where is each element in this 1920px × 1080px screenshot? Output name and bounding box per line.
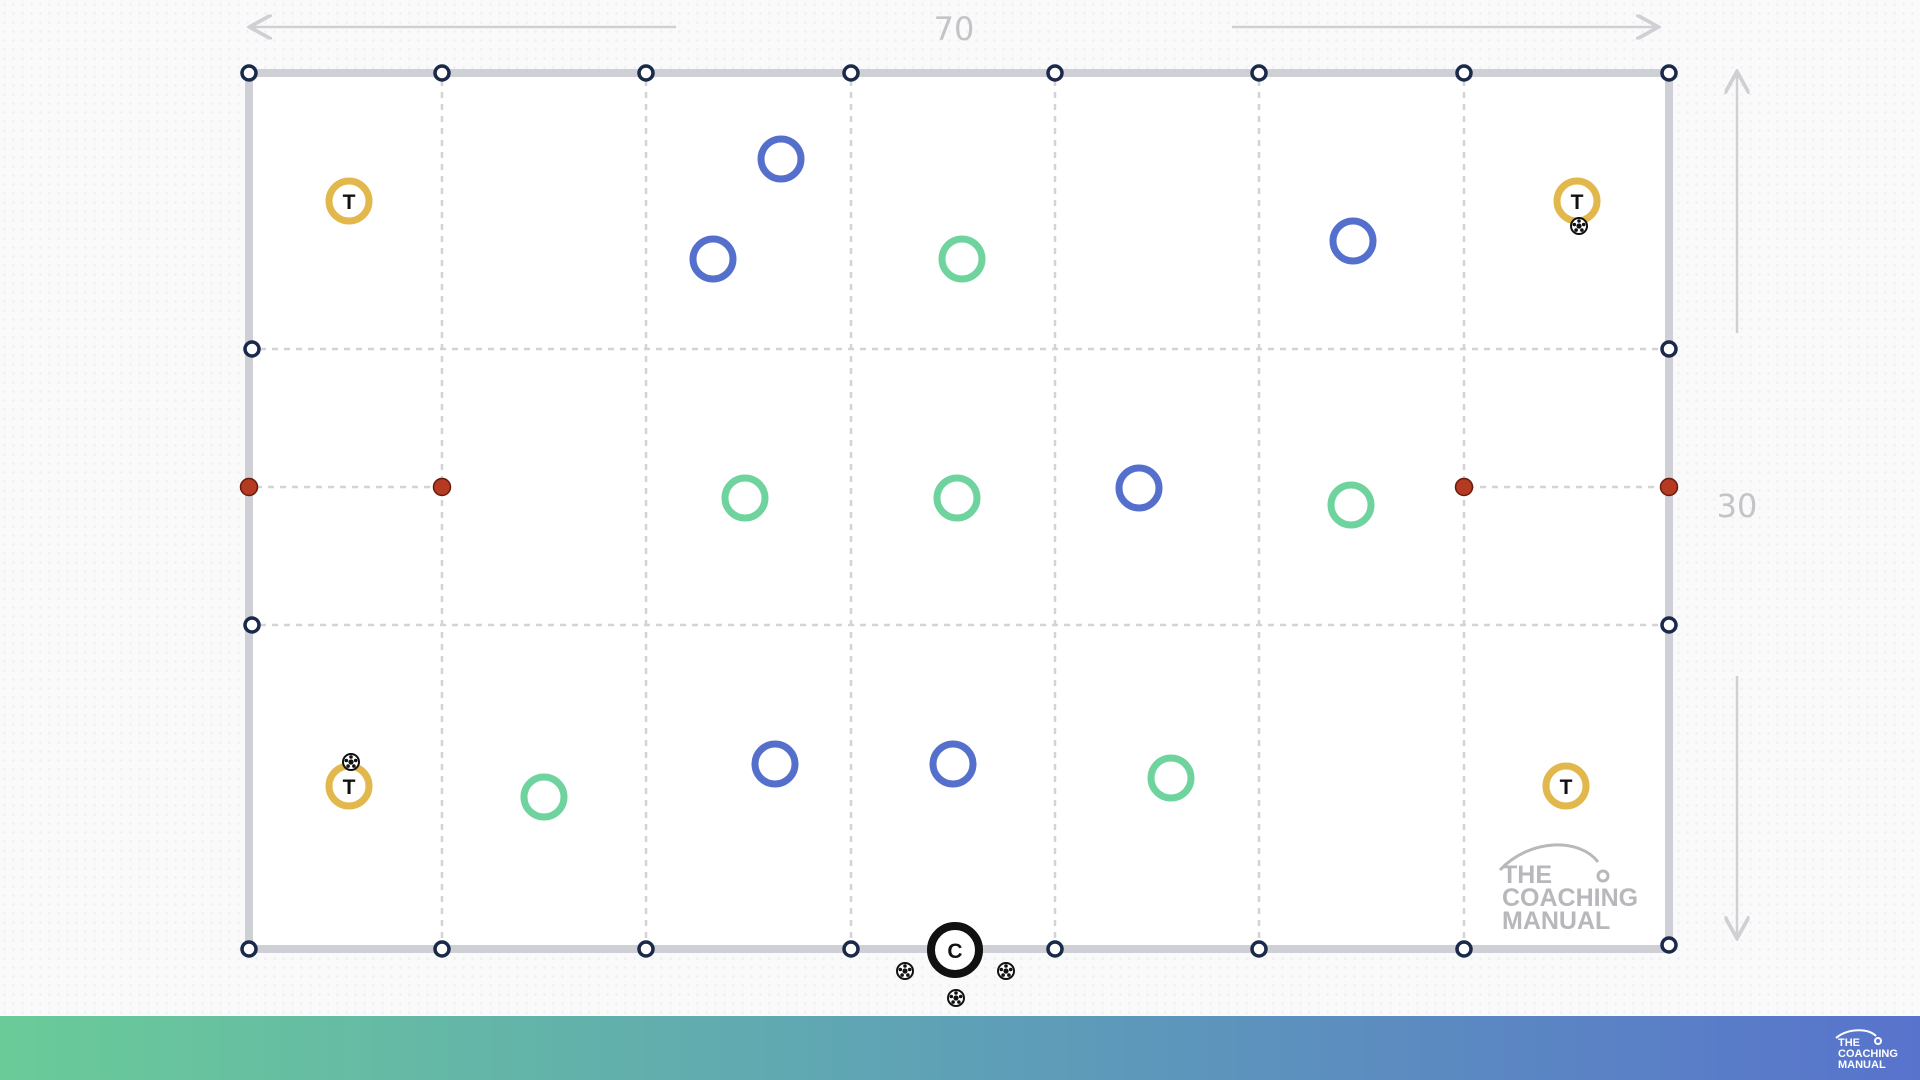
cone-marker [1660,340,1678,358]
green-player[interactable] [520,773,568,821]
ball-icon[interactable] [997,962,1015,980]
target-player-glyph: T [343,191,356,214]
target-player-glyph: T [1560,776,1573,799]
width-dimension: 70 [252,10,1656,48]
coach-glyph: C [947,940,962,963]
blue-player[interactable] [757,135,805,183]
red-cone [1454,477,1474,497]
blue-player[interactable] [751,740,799,788]
cone-marker [637,64,655,82]
footer-logo-line-3: MANUAL [1838,1059,1886,1071]
perimeter-cones [240,64,1678,958]
cone-marker [240,940,258,958]
ball-icon[interactable] [1570,217,1588,235]
coach[interactable]: C [927,922,983,978]
cone-marker [243,340,261,358]
green-player[interactable] [721,474,769,522]
coaching-manual-logo: THE COACHING MANUAL [1498,843,1638,935]
green-team [520,235,1375,821]
target-player-glyph: T [343,776,356,799]
target-player[interactable]: T [325,762,373,810]
blue-player[interactable] [1115,464,1163,512]
blue-team [689,135,1377,788]
green-player[interactable] [1147,754,1195,802]
target-player[interactable]: T [325,177,373,225]
blue-player[interactable] [929,740,977,788]
cone-marker [842,940,860,958]
cone-marker [1660,936,1678,954]
cone-marker [1455,64,1473,82]
cone-marker [1046,64,1064,82]
logo-arrow-icon [1498,843,1600,872]
cone-marker [433,64,451,82]
green-player[interactable] [938,235,986,283]
footer-logo-line-2: COACHING [1838,1048,1898,1060]
pitch-area [249,73,1669,949]
ball-icon[interactable] [342,753,360,771]
cone-marker [1455,940,1473,958]
red-cone [1659,477,1679,497]
green-player[interactable] [933,474,981,522]
red-cones [239,477,1679,497]
logo-line-3: MANUAL [1502,907,1610,935]
green-player[interactable] [1327,481,1375,529]
ball-icon[interactable] [947,989,965,1007]
cone-marker [637,940,655,958]
cone-marker [240,64,258,82]
pitch-grid [256,80,1662,945]
cone-marker [1250,64,1268,82]
logo-line-1: THE [1502,861,1552,889]
cone-marker [433,940,451,958]
target-players: T T T T [325,177,1601,810]
footer-logo-arrow-icon [1835,1029,1877,1039]
cone-marker [842,64,860,82]
footer-logo: THE COACHING MANUAL [1835,1029,1898,1071]
target-player-glyph: T [1571,191,1584,214]
footer-logo-line-1: THE [1838,1037,1860,1049]
blue-player[interactable] [1329,217,1377,265]
height-label: 30 [1717,487,1758,525]
target-player[interactable]: T [1553,177,1601,225]
red-cone [239,477,259,497]
red-cone [432,477,452,497]
cone-marker [1660,616,1678,634]
cone-marker [243,616,261,634]
height-dimension: 30 [1717,74,1758,936]
ball-icon[interactable] [896,962,914,980]
cone-marker [1250,940,1268,958]
cone-marker [1046,940,1064,958]
logo-line-2: COACHING [1502,884,1638,912]
width-label: 70 [934,10,975,48]
target-player[interactable]: T [1542,762,1590,810]
cone-marker [1660,64,1678,82]
footer-gradient-bar [0,1016,1920,1080]
blue-player[interactable] [689,235,737,283]
